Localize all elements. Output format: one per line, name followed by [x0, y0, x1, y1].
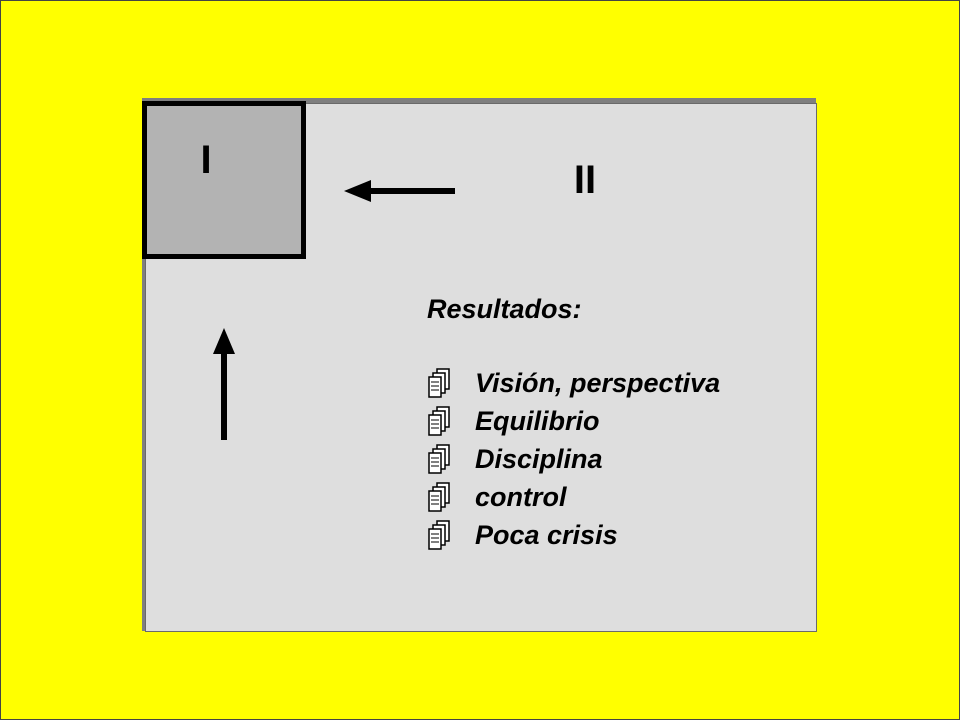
document-stack-icon [428, 406, 450, 436]
results-list: Visión, perspectiva Equilibrio D [427, 364, 787, 554]
results-item-text: Poca crisis [475, 520, 618, 550]
results-item-text: Disciplina [475, 444, 603, 474]
results-block: Resultados: Visión, perspectiva Eq [427, 290, 787, 554]
list-item: Visión, perspectiva [427, 364, 787, 402]
document-stack-icon [428, 482, 450, 512]
list-item: control [427, 478, 787, 516]
quadrant-one-box [142, 101, 306, 259]
results-item-text: Visión, perspectiva [475, 368, 721, 398]
quadrant-two-label: II [573, 158, 597, 202]
list-item: Disciplina [427, 440, 787, 478]
list-item: Equilibrio [427, 402, 787, 440]
results-item-text: control [475, 482, 567, 512]
document-stack-icon [428, 368, 450, 398]
quadrant-one-label: I [200, 138, 212, 182]
results-item-text: Equilibrio [475, 406, 600, 436]
document-stack-icon [428, 520, 450, 550]
list-item: Poca crisis [427, 516, 787, 554]
results-title: Resultados: [427, 294, 582, 324]
document-stack-icon [428, 444, 450, 474]
